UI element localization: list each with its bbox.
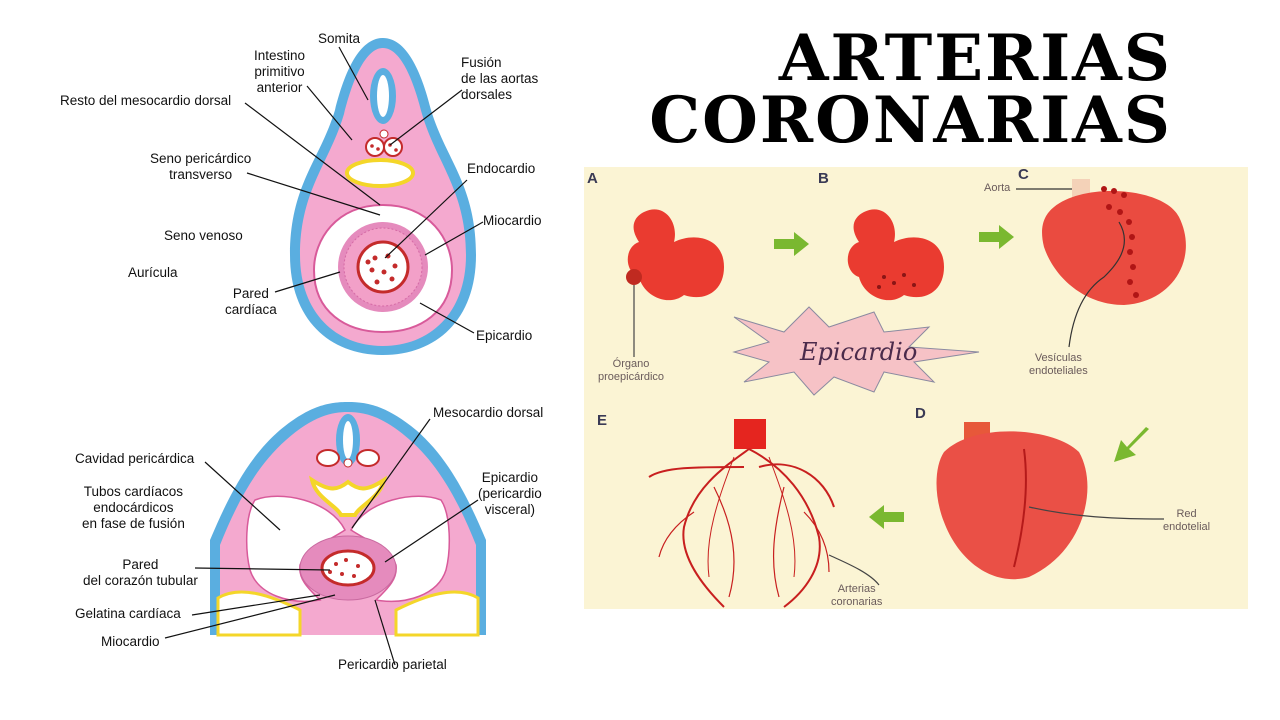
label-fusion-aortas: Fusión de las aortas dorsales: [461, 55, 539, 102]
heart-d-icon: [936, 422, 1165, 580]
panel-letter-c: C: [1018, 166, 1029, 183]
coronary-tree-icon: [648, 419, 835, 608]
label-cavidad-pericardica: Cavidad pericárdica: [75, 451, 195, 466]
label-arterias-coronarias: Arterias coronarias: [831, 583, 883, 608]
coronary-illustrations: [626, 179, 1186, 608]
embryo-cross-section-bottom: [164, 402, 486, 666]
label-mesocardio-dorsal: Mesocardio dorsal: [433, 405, 544, 420]
title-line-1: ARTERIAS: [778, 21, 1172, 96]
label-red-endotelial: Red endotelial: [1163, 508, 1211, 533]
heart-c-icon: [1016, 179, 1186, 348]
embryo-cross-section-top: [244, 38, 484, 355]
label-pericardio-parietal: Pericardio parietal: [338, 657, 447, 672]
epicardio-starburst-icon: [732, 306, 980, 396]
title-line-2: CORONARIAS: [649, 83, 1172, 158]
heart-b-icon: [847, 209, 944, 301]
heart-a-icon: [626, 209, 724, 357]
arrow-icon-2: [979, 225, 1014, 249]
label-pared-corazon: Pared del corazón tubular: [83, 557, 198, 588]
label-aorta: Aorta: [984, 182, 1011, 194]
label-epicardio-visceral: Epicardio (pericardio visceral): [478, 470, 542, 517]
arrow-icon-1: [774, 232, 809, 256]
aortas-icon: [365, 129, 403, 157]
panel-letter-e: E: [597, 412, 608, 429]
page-title: ARTERIAS CORONARIAS: [649, 21, 1172, 158]
label-vesiculas: Vesículas endoteliales: [1029, 352, 1088, 377]
arrow-icon-3: [1114, 427, 1149, 462]
label-resto-mesocardio: Resto del mesocardio dorsal: [60, 93, 232, 108]
label-intestino: Intestino primitivo anterior: [254, 48, 306, 95]
label-somita: Somita: [318, 31, 361, 46]
arrow-icon-4: [869, 505, 904, 529]
panel-letter-a: A: [587, 170, 598, 187]
label-seno-venoso: Seno venoso: [164, 228, 243, 243]
panel-letter-d: D: [915, 405, 926, 422]
label-miocardio-bottom: Miocardio: [101, 634, 160, 649]
label-tubos-cardiacos: Tubos cardíacos endocárdicos en fase de …: [82, 484, 185, 531]
label-organo-proepicardico: Órgano proepicárdico: [598, 358, 665, 383]
label-auricula: Aurícula: [128, 265, 178, 280]
label-gelatina: Gelatina cardíaca: [75, 606, 181, 621]
label-endocardio: Endocardio: [467, 161, 536, 176]
label-seno-pericardico: Seno pericárdico transverso: [150, 151, 252, 182]
label-miocardio-top: Miocardio: [483, 213, 542, 228]
panel-letter-b: B: [818, 170, 829, 187]
label-pared-cardiaca: Pared cardíaca: [225, 286, 277, 317]
starburst-label: Epicardio: [800, 338, 918, 366]
label-epicardio-top: Epicardio: [476, 328, 533, 343]
